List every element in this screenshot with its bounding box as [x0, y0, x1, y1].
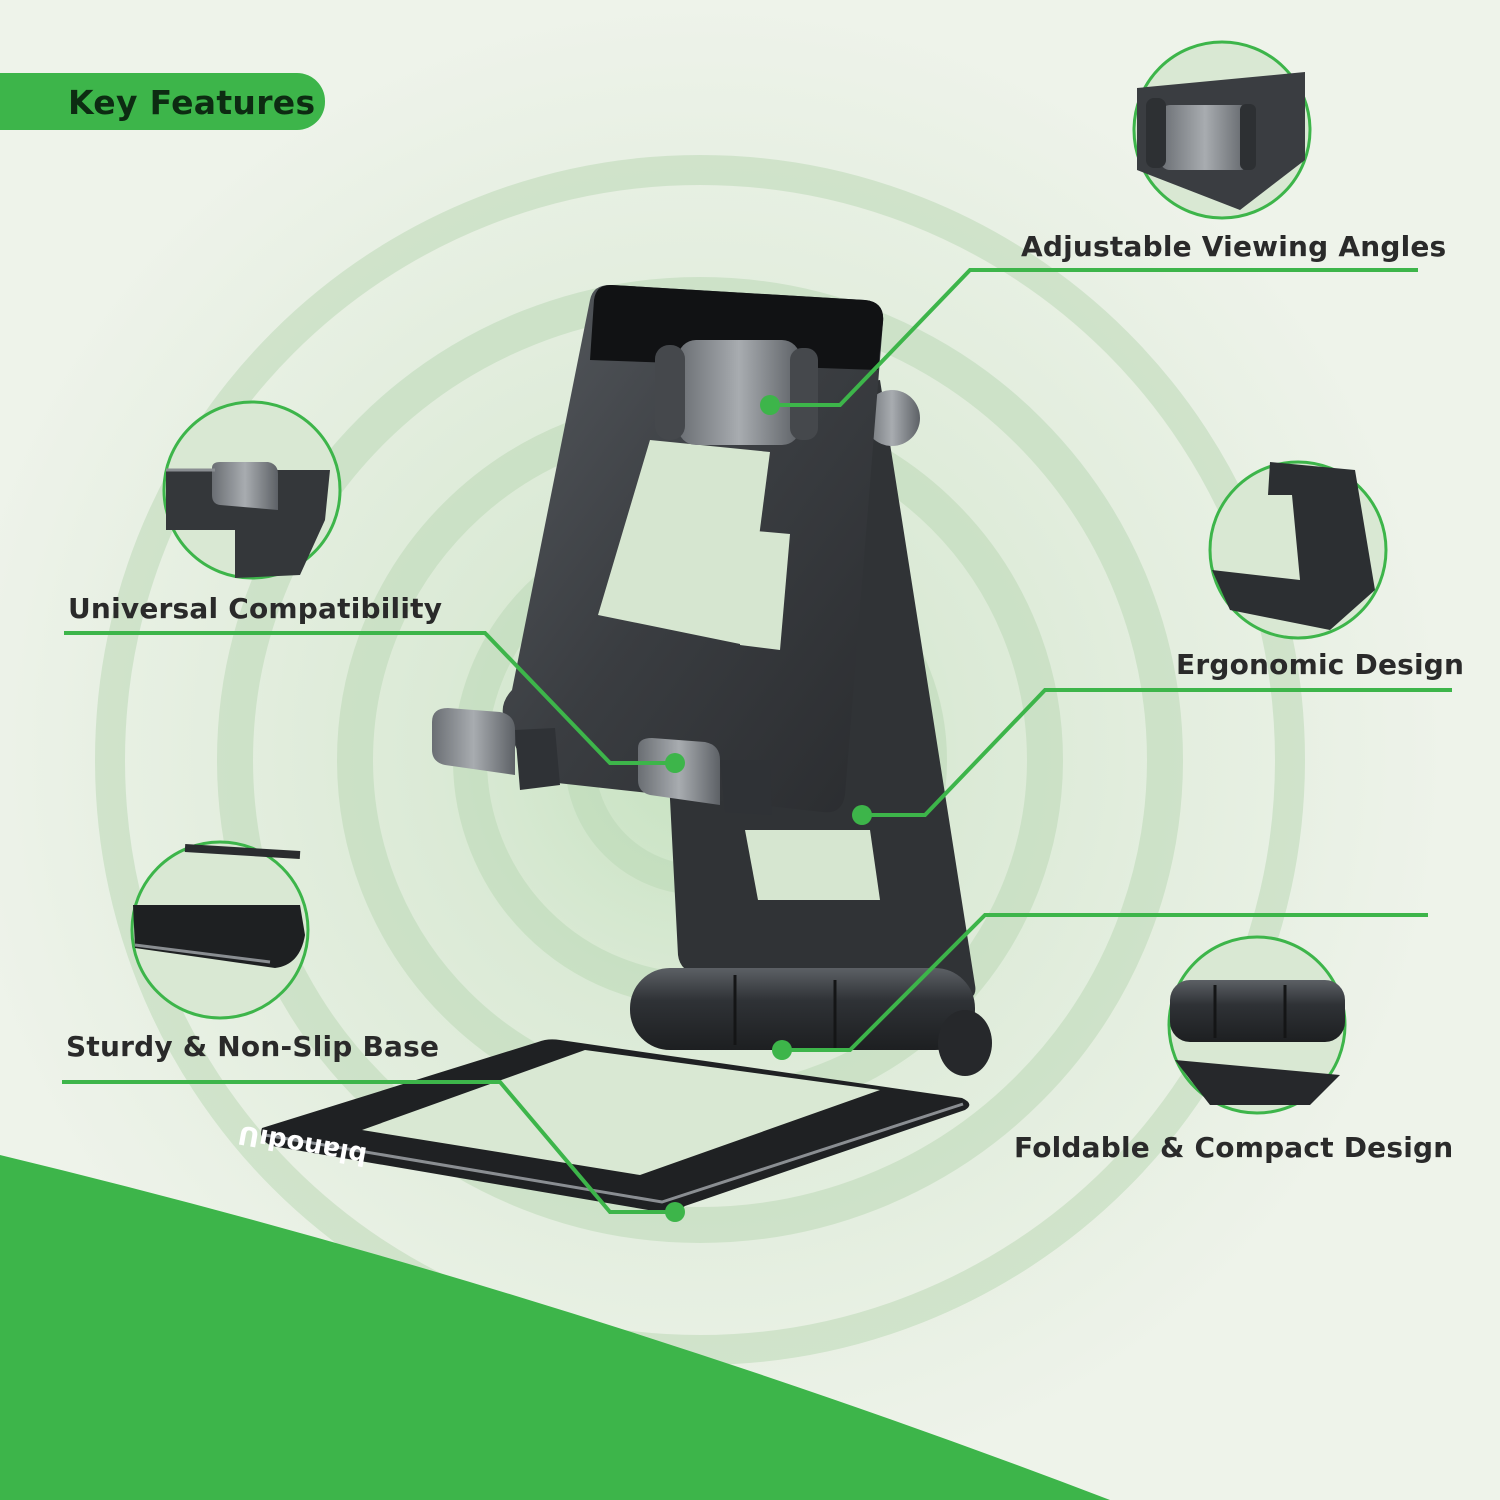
- callout-line-adjustable: [770, 268, 1418, 407]
- callout-line-universal: [64, 631, 675, 765]
- callout-line-sturdy: [62, 1080, 675, 1214]
- feature-label-foldable-compact-design: Foldable & Compact Design: [1014, 1131, 1454, 1164]
- callout-dot-sturdy: [665, 1202, 685, 1222]
- callout-dots: [665, 395, 872, 1222]
- feature-label-ergonomic-design: Ergonomic Design: [1176, 648, 1465, 681]
- callout-dot-ergonomic: [852, 805, 872, 825]
- frame-closeup-icon: [1208, 460, 1388, 640]
- key-features-badge: Key Features: [0, 73, 325, 130]
- feature-label-sturdy-non-slip-base: Sturdy & Non-Slip Base: [66, 1030, 440, 1063]
- hinge-closeup-icon: [1132, 40, 1312, 220]
- green-swoosh: [0, 1155, 1110, 1500]
- callout-line-ergonomic: [860, 688, 1452, 817]
- feature-label-adjustable-viewing-angles: Adjustable Viewing Angles: [1021, 230, 1447, 263]
- callout-line-foldable: [782, 913, 1428, 1052]
- callout-dot-foldable: [772, 1040, 792, 1060]
- barrel-hinge-closeup-icon: [1167, 935, 1347, 1115]
- key-features-title: Key Features: [68, 83, 316, 122]
- callout-lines: [62, 268, 1452, 1214]
- lip-closeup-icon: [162, 400, 342, 580]
- feature-label-universal-compatibility: Universal Compatibility: [68, 592, 443, 625]
- base-closeup-icon: [130, 840, 310, 1020]
- callout-dot-universal: [665, 753, 685, 773]
- callout-dot-adjustable: [760, 395, 780, 415]
